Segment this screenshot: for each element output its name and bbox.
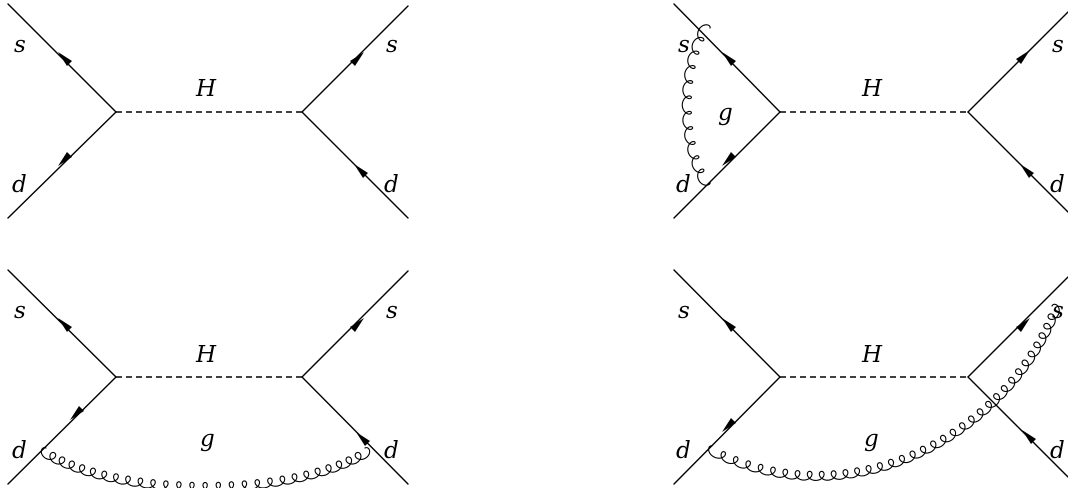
diagram-crossed-gluon-exchange: s d s d H g [673, 269, 1068, 485]
quark-line-bottom-right [967, 111, 1068, 213]
quark-line-bottom-left [7, 376, 117, 485]
arrow-top-right [350, 52, 364, 66]
label-gluon: g [200, 426, 215, 452]
label-bottom-left: d [676, 438, 691, 464]
label-bottom-right: d [384, 172, 399, 198]
label-bottom-left: d [12, 172, 27, 198]
quark-line-top-right [967, 11, 1068, 113]
arrow-top-left [722, 318, 736, 332]
label-higgs: H [195, 342, 217, 368]
label-gluon: g [718, 100, 733, 126]
label-higgs: H [861, 342, 883, 368]
quark-line-bottom-right [301, 376, 409, 485]
label-bottom-left: d [676, 172, 691, 198]
label-bottom-right: d [384, 438, 399, 464]
label-higgs: H [195, 76, 217, 102]
label-gluon: g [864, 426, 879, 452]
label-top-right: s [1052, 32, 1064, 58]
gluon-exchange [40, 447, 371, 488]
arrow-top-left [722, 52, 736, 66]
diagram-vertex-correction: s d s d H g [673, 3, 1068, 219]
label-bottom-left: d [12, 438, 27, 464]
label-bottom-right: d [1050, 172, 1065, 198]
label-top-right: s [1052, 298, 1064, 324]
label-top-left: s [14, 32, 26, 58]
gluon-vertex-loop [681, 24, 711, 186]
arrow-bottom-right [354, 164, 368, 178]
label-top-right: s [386, 298, 398, 324]
label-top-left: s [678, 32, 690, 58]
label-higgs: H [861, 76, 883, 102]
arrow-bottom-left [70, 406, 84, 420]
label-top-left: s [678, 298, 690, 324]
gluon-crossed-exchange [708, 303, 1060, 481]
arrow-bottom-right [1022, 430, 1036, 444]
arrow-top-right [1016, 50, 1030, 64]
arrow-top-right [350, 318, 364, 332]
arrow-top-left [58, 318, 72, 332]
label-top-right: s [386, 32, 398, 58]
arrow-bottom-left [722, 418, 736, 432]
arrow-top-left [58, 52, 72, 66]
quark-line-bottom-left [673, 111, 781, 219]
arrow-bottom-right [1020, 164, 1034, 178]
arrow-bottom-left [722, 152, 736, 166]
quark-line-bottom-left [7, 111, 117, 219]
arrow-top-right [1016, 318, 1030, 332]
quark-line-bottom-right [967, 376, 1068, 478]
arrow-bottom-right [356, 432, 370, 446]
arrow-bottom-left [58, 152, 72, 166]
label-top-left: s [14, 298, 26, 324]
diagram-tree-level: s d s d H [7, 3, 409, 219]
quark-line-bottom-left [673, 376, 781, 485]
diagram-box-gluon-exchange: s d s d H g [7, 269, 409, 488]
label-bottom-right: d [1050, 438, 1065, 464]
